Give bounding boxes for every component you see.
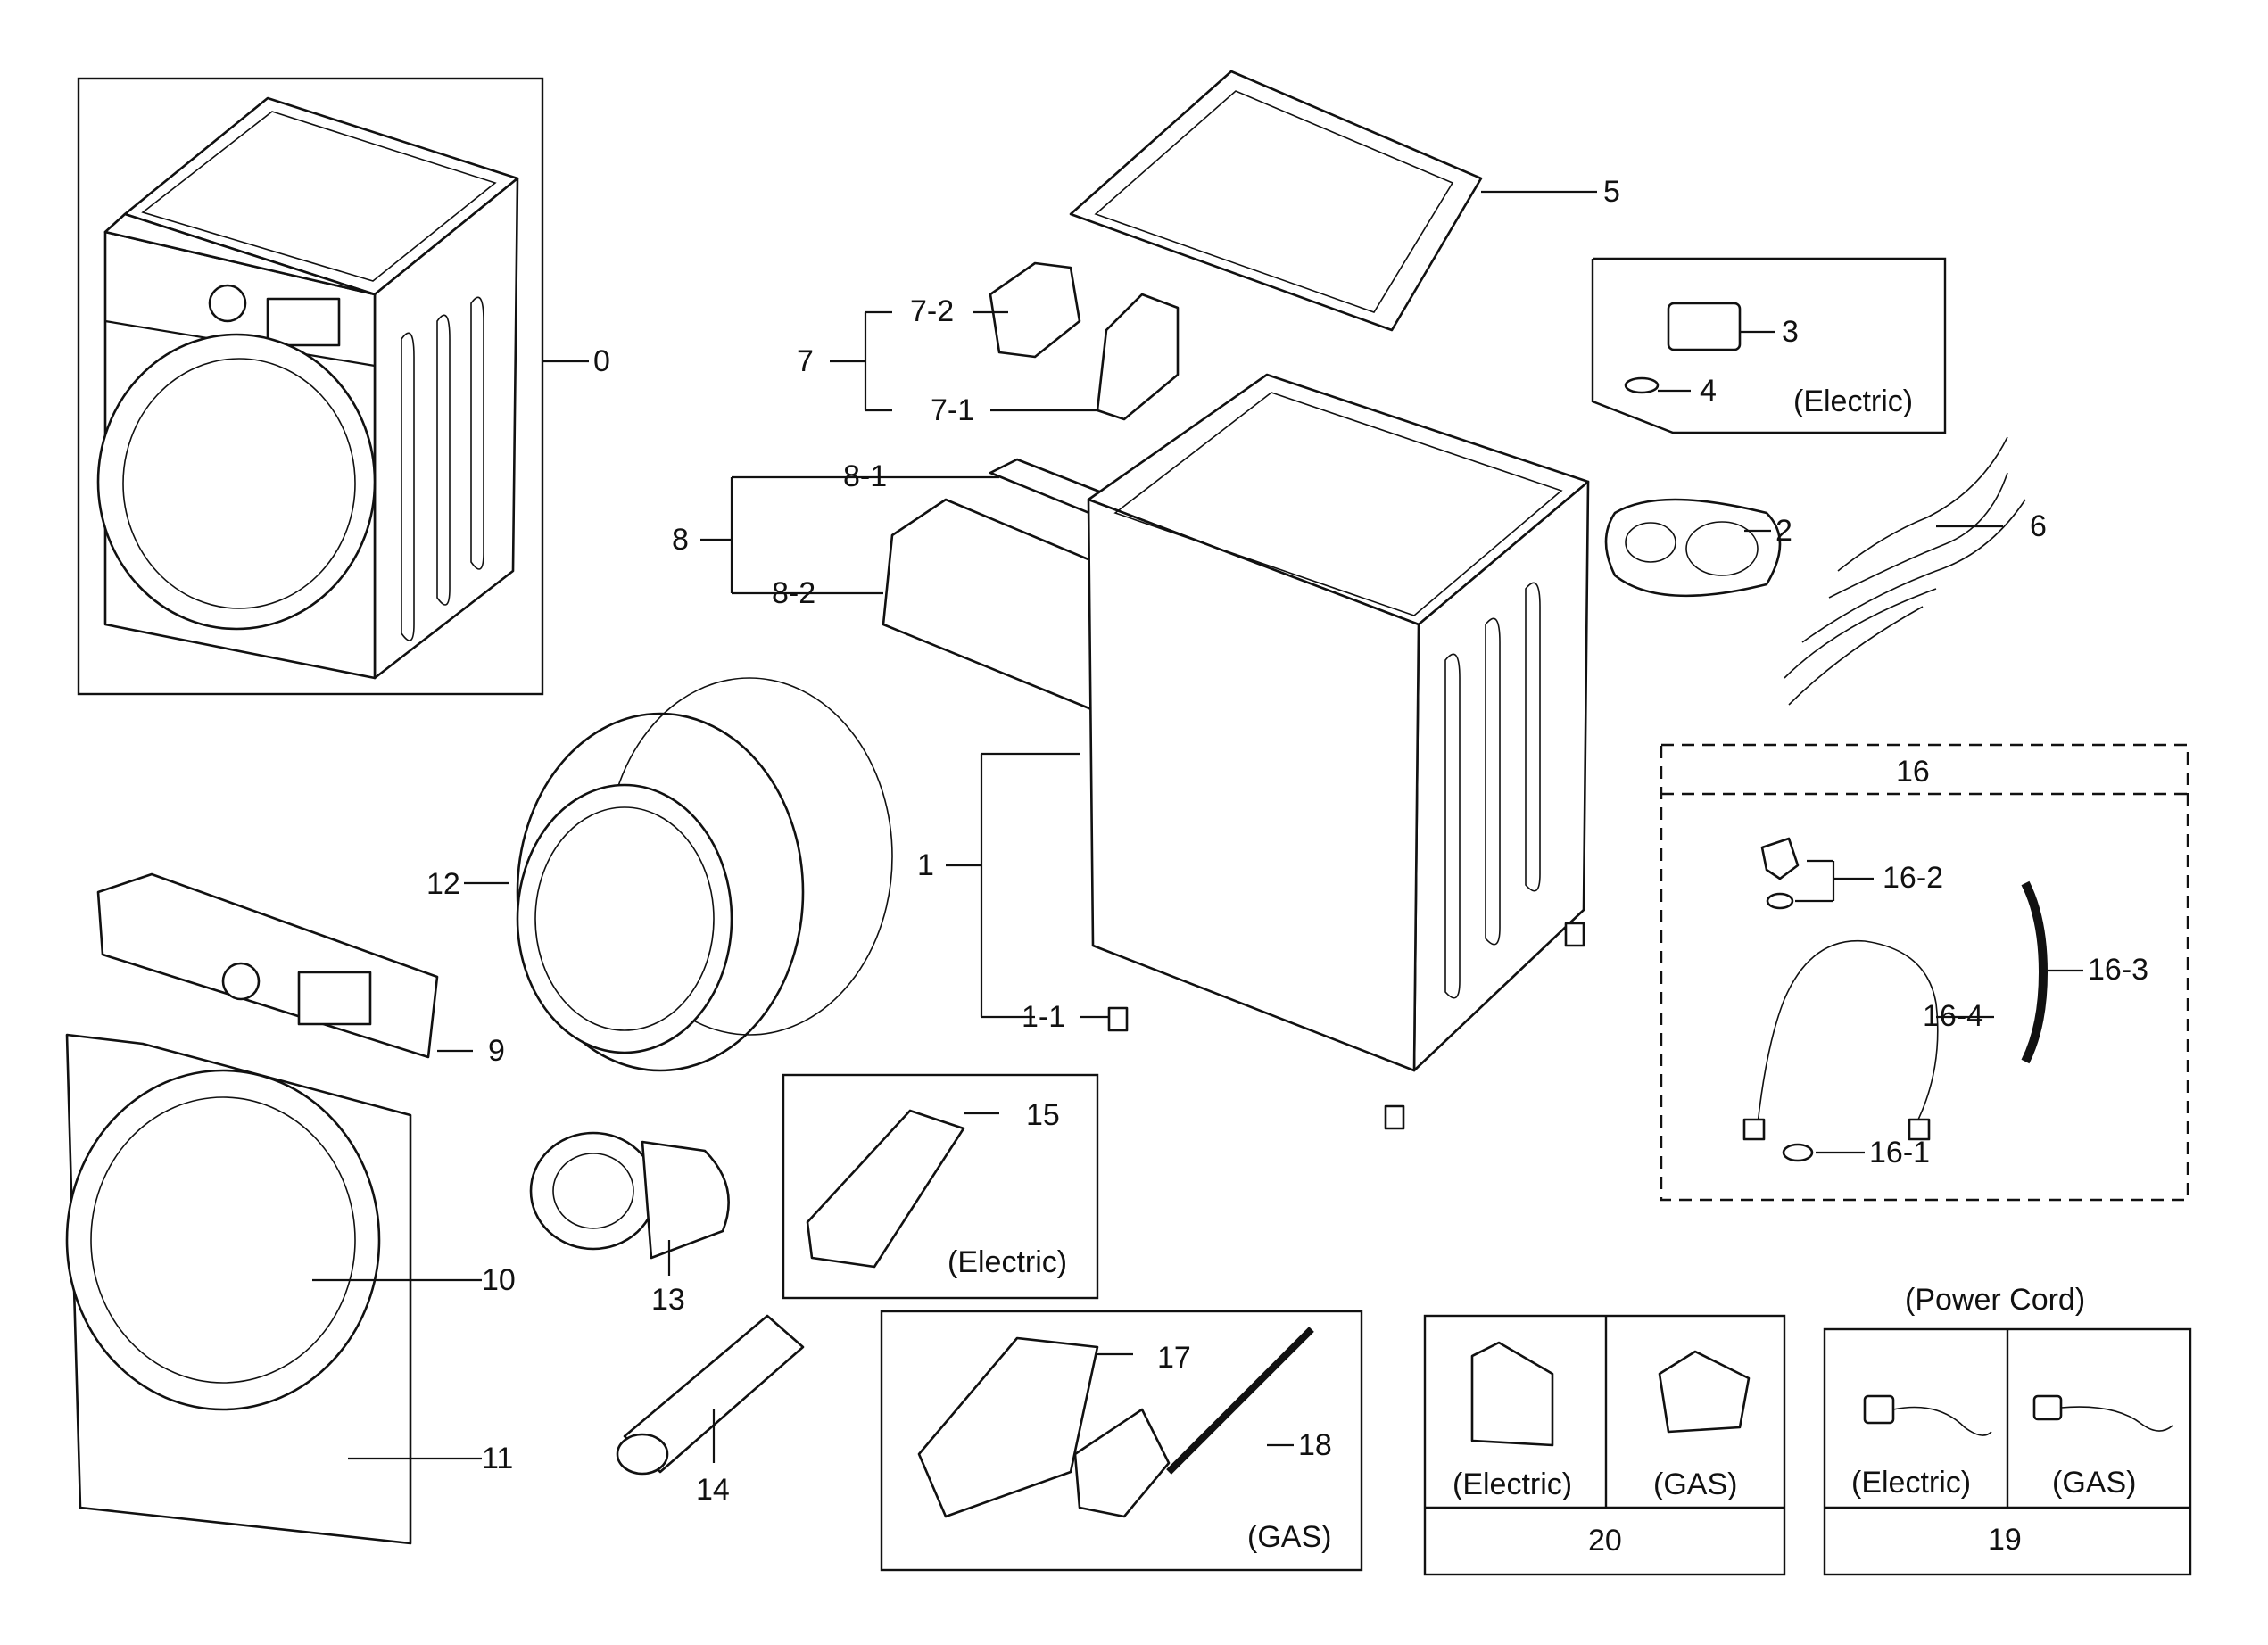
caption-electric-19: (Electric)	[1851, 1466, 1972, 1500]
caption-power-cord: (Power Cord)	[1905, 1283, 2086, 1317]
part-0-dryer-assembly	[77, 77, 589, 696]
part-5-top-panel	[1069, 70, 1597, 332]
label-9: 9	[488, 1034, 505, 1068]
label-8-2: 8-2	[772, 576, 816, 610]
label-17: 17	[1157, 1341, 1191, 1375]
caption-gas-17-18: (GAS)	[1247, 1520, 1332, 1554]
label-5: 5	[1603, 175, 1620, 209]
label-8: 8	[672, 523, 689, 557]
label-14: 14	[696, 1473, 730, 1507]
part-10-11-front-panel	[65, 1033, 482, 1545]
label-1: 1	[917, 848, 934, 882]
label-6: 6	[2030, 509, 2047, 543]
part-7-brackets	[830, 261, 1180, 421]
label-7: 7	[797, 344, 814, 378]
part-16-box	[1660, 743, 2189, 1202]
label-12: 12	[426, 867, 460, 901]
label-3: 3	[1782, 315, 1799, 349]
part-1-cabinet	[946, 373, 1590, 1130]
caption-electric-3-4: (Electric)	[1793, 384, 1914, 418]
label-13: 13	[651, 1283, 685, 1317]
label-8-1: 8-1	[843, 459, 888, 493]
part-20-box	[1423, 1314, 1786, 1576]
label-0: 0	[593, 344, 610, 378]
label-16-2: 16-2	[1883, 861, 1944, 895]
label-16-3: 16-3	[2088, 953, 2149, 987]
label-16-1: 16-1	[1869, 1136, 1931, 1170]
caption-gas-20: (GAS)	[1653, 1467, 1738, 1501]
part-6-wire-harness	[1784, 436, 2026, 706]
label-4: 4	[1700, 374, 1717, 408]
label-7-1: 7-1	[931, 393, 975, 427]
caption-gas-19: (GAS)	[2052, 1466, 2137, 1500]
label-7-2: 7-2	[910, 294, 955, 328]
part-19-box	[1823, 1327, 2192, 1576]
part-13-blower	[529, 1131, 730, 1276]
label-11: 11	[482, 1442, 514, 1476]
caption-electric-20: (Electric)	[1453, 1467, 1573, 1501]
label-1-1: 1-1	[1022, 1000, 1066, 1034]
label-18: 18	[1298, 1428, 1332, 1462]
label-15: 15	[1026, 1098, 1060, 1132]
label-2: 2	[1775, 514, 1792, 548]
caption-electric-15: (Electric)	[948, 1245, 1068, 1279]
label-19: 19	[1988, 1523, 2022, 1557]
label-16-4: 16-4	[1923, 999, 1984, 1033]
part-3-4-box	[1591, 257, 1947, 434]
label-10: 10	[482, 1263, 516, 1297]
label-16: 16	[1896, 755, 1930, 789]
part-2-duct-cover	[1604, 498, 1782, 598]
part-9-control-panel	[96, 872, 473, 1059]
part-12-drum	[464, 677, 893, 1072]
part-17-18-box	[880, 1310, 1363, 1572]
label-20: 20	[1588, 1524, 1622, 1558]
part-15-box	[782, 1073, 1099, 1300]
part-14-duct	[616, 1314, 805, 1476]
